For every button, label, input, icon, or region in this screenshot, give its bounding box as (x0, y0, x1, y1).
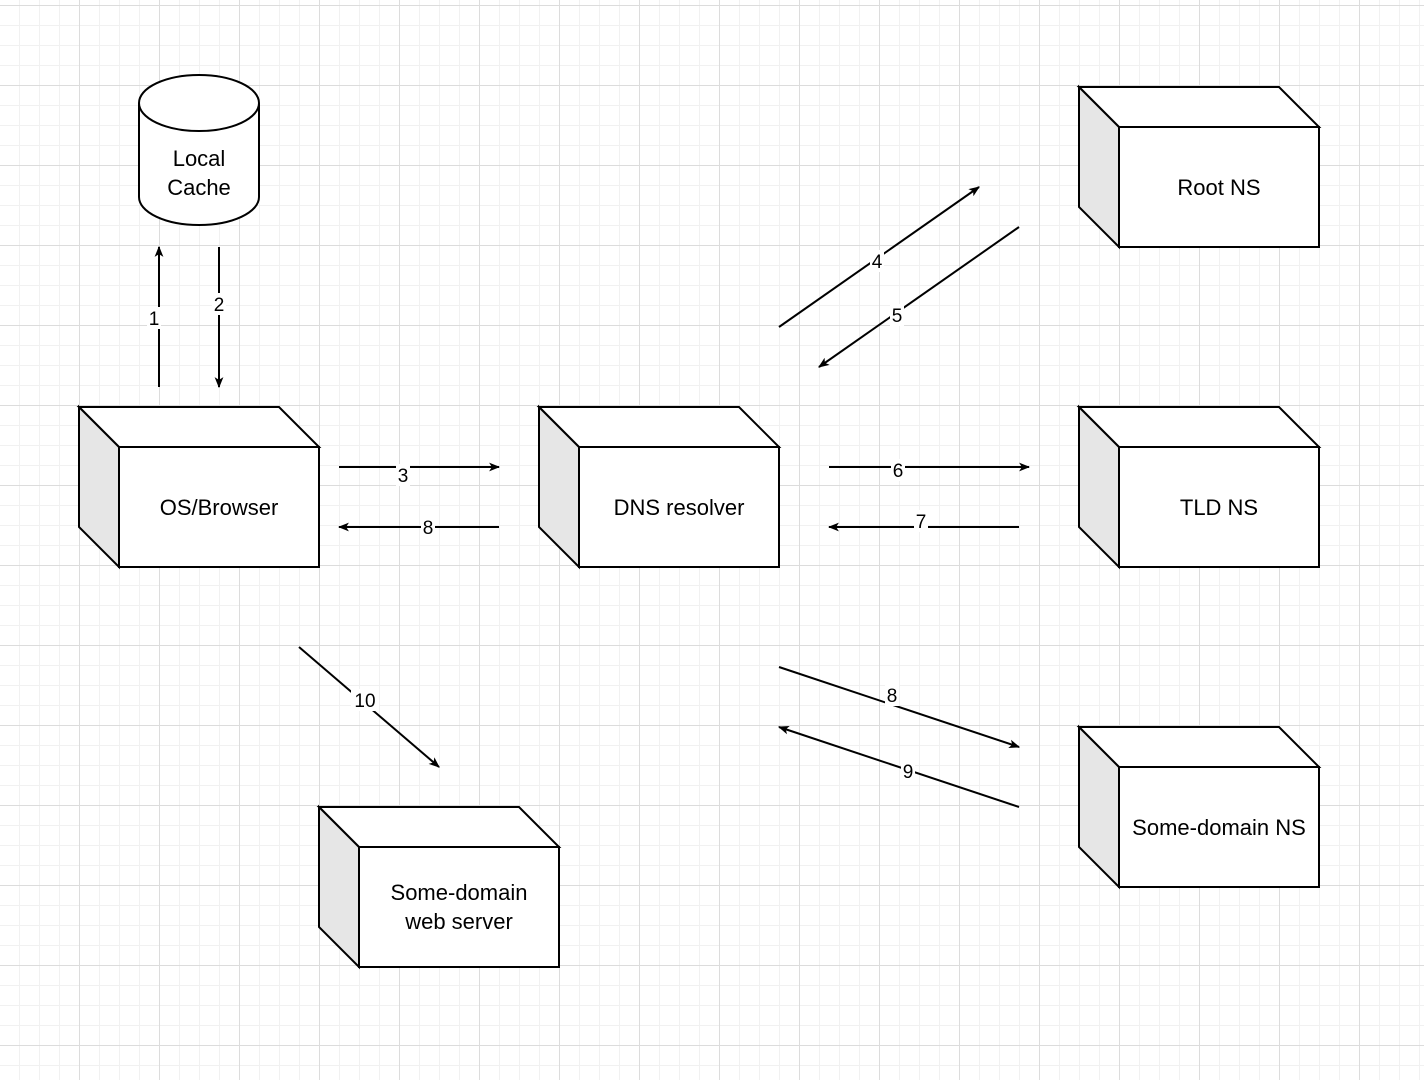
edge-6-label: 6 (893, 461, 904, 482)
dns-resolver-node[interactable]: DNS resolver (536, 404, 782, 570)
edge-7[interactable]: 7 (827, 510, 1019, 533)
edge-5-label: 5 (892, 306, 903, 327)
edge-3[interactable]: 3 (339, 462, 501, 487)
edge-4-label: 4 (872, 252, 883, 273)
edge-6[interactable]: 6 (829, 459, 1031, 482)
edge-7-label: 7 (916, 512, 927, 533)
edge-10-label: 10 (354, 691, 375, 712)
root-ns-node[interactable]: Root NS (1076, 84, 1322, 250)
edge-2[interactable]: 2 (212, 247, 226, 389)
some-domain-ns-node[interactable]: Some-domain NS (1076, 724, 1322, 890)
edge-8-resolver-to-browser[interactable]: 8 (337, 516, 499, 539)
web-server-node[interactable]: Some-domain web server (316, 804, 562, 970)
edge-8-resolver-to-domain-ns[interactable]: 8 (778, 666, 1021, 749)
edge-1[interactable]: 1 (147, 245, 164, 387)
edge-5[interactable]: 5 (818, 226, 1020, 368)
root-ns-label: Root NS (1177, 175, 1260, 200)
edge-10[interactable]: 10 (298, 646, 440, 768)
tld-ns-label: TLD NS (1180, 495, 1258, 520)
web-server-label-line2: web server (404, 909, 513, 934)
edge-8a-label: 8 (423, 518, 434, 539)
dns-resolver-label: DNS resolver (614, 495, 745, 520)
local-cache-label-line2: Cache (167, 175, 231, 200)
edge-1-label: 1 (149, 309, 160, 330)
os-browser-label: OS/Browser (160, 495, 279, 520)
edge-2-label: 2 (214, 295, 225, 316)
web-server-label-line1: Some-domain (391, 880, 528, 905)
tld-ns-node[interactable]: TLD NS (1076, 404, 1322, 570)
edge-8b-label: 8 (887, 686, 898, 707)
edge-9-label: 9 (903, 762, 914, 783)
edge-3-label: 3 (398, 466, 409, 487)
os-browser-node[interactable]: OS/Browser (76, 404, 322, 570)
local-cache-node[interactable]: Local Cache (138, 74, 260, 226)
edge-9[interactable]: 9 (777, 725, 1020, 808)
some-domain-ns-label: Some-domain NS (1132, 815, 1306, 840)
local-cache-label-line1: Local (173, 146, 226, 171)
edge-4[interactable]: 4 (778, 186, 980, 328)
